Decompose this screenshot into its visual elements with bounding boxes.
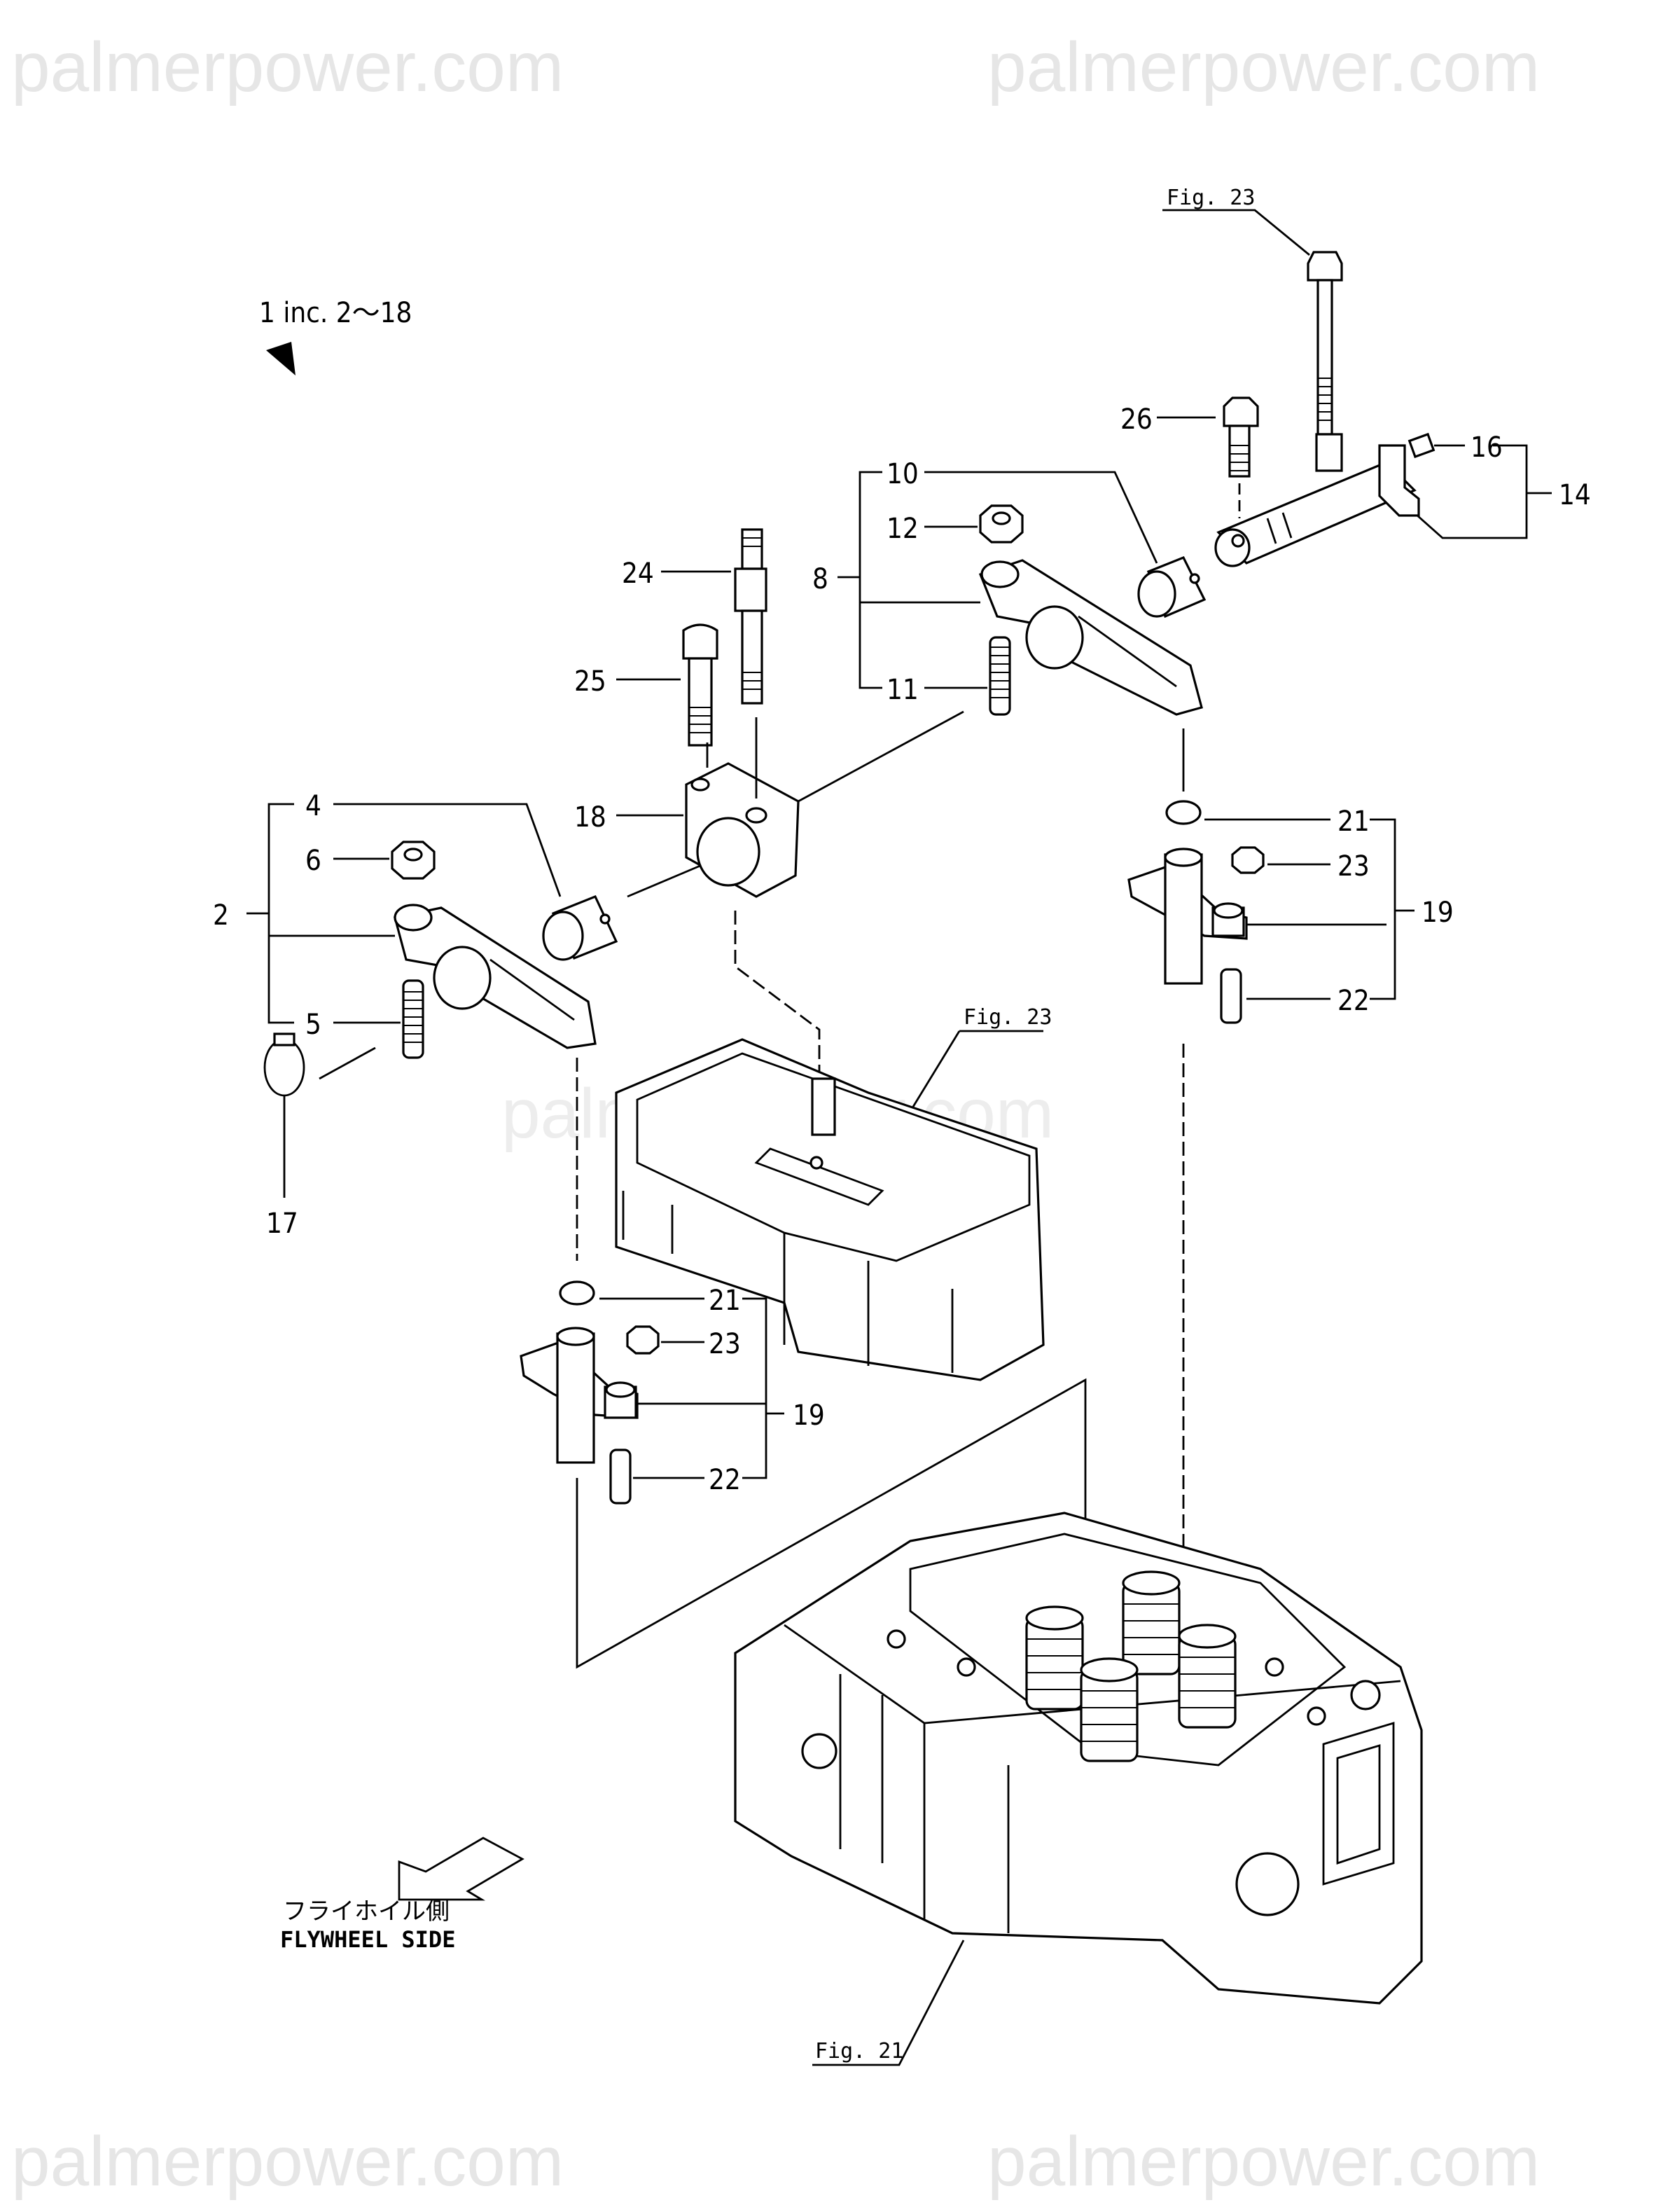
callout-19-lower: 19 bbox=[793, 1399, 825, 1432]
callout-6: 6 bbox=[305, 845, 321, 877]
callout-19-upper: 19 bbox=[1422, 897, 1454, 929]
figure-ref-top: Fig. 23 bbox=[1167, 186, 1255, 210]
bolt-26 bbox=[1223, 396, 1259, 478]
figure-ref-middle: Fig. 23 bbox=[964, 1005, 1052, 1030]
callout-12: 12 bbox=[887, 513, 919, 545]
assembly-note: 1 inc. 2〜18 bbox=[259, 297, 412, 329]
flywheel-side-en: FLYWHEEL SIDE bbox=[280, 1926, 455, 1953]
assembly-arrow-icon bbox=[266, 342, 296, 375]
stud-24 bbox=[734, 528, 767, 705]
watermark: palmerpower.com bbox=[11, 28, 564, 106]
bolt-25 bbox=[682, 623, 718, 747]
nut-23 bbox=[626, 1325, 660, 1355]
callout-23-lower: 23 bbox=[709, 1328, 741, 1360]
callout-23-upper: 23 bbox=[1337, 850, 1370, 883]
adjust-screw-22 bbox=[609, 1449, 632, 1505]
valve-bridge-19 bbox=[1127, 848, 1248, 985]
cap-21 bbox=[1165, 800, 1202, 825]
callout-16: 16 bbox=[1471, 431, 1503, 464]
rocker-arm-2 bbox=[394, 904, 597, 1049]
valve-cover bbox=[615, 1038, 1045, 1381]
callout-5: 5 bbox=[305, 1009, 321, 1041]
watermark: palmerpower.com bbox=[987, 2122, 1540, 2201]
cylinder-head bbox=[734, 1512, 1423, 2005]
rocker-arm-8 bbox=[978, 559, 1203, 716]
callout-24: 24 bbox=[622, 558, 654, 590]
callout-21-upper: 21 bbox=[1337, 806, 1370, 838]
nut-12 bbox=[979, 504, 1024, 544]
callout-10: 10 bbox=[887, 458, 919, 490]
set-screw-16 bbox=[1408, 432, 1436, 459]
callout-22-lower: 22 bbox=[709, 1464, 741, 1496]
valve-springs bbox=[1025, 1570, 1237, 1762]
callout-2: 2 bbox=[213, 899, 229, 932]
valve-bridge-19 bbox=[520, 1327, 639, 1464]
callout-11: 11 bbox=[887, 674, 919, 706]
rocker-shaft-support bbox=[1214, 433, 1420, 567]
watermark: palmerpower.com bbox=[987, 28, 1540, 106]
nut-6 bbox=[391, 841, 436, 880]
callout-26: 26 bbox=[1120, 403, 1153, 436]
figure-ref-bottom: Fig. 21 bbox=[815, 2039, 903, 2064]
bushing-10 bbox=[1137, 555, 1207, 618]
callout-18: 18 bbox=[574, 801, 606, 834]
nut-23 bbox=[1231, 846, 1265, 874]
callout-14: 14 bbox=[1559, 479, 1591, 511]
watermark: palmerpower.com bbox=[11, 2122, 564, 2201]
flywheel-side-jp: フライホイル側 bbox=[283, 1898, 450, 1926]
adjust-screw-22 bbox=[1220, 968, 1242, 1024]
snap-ring-17 bbox=[263, 1032, 305, 1097]
callout-17: 17 bbox=[266, 1208, 298, 1240]
rocker-bracket-18 bbox=[685, 762, 800, 898]
callout-4: 4 bbox=[305, 790, 321, 822]
flywheel-direction-arrow-icon bbox=[398, 1837, 524, 1901]
callout-8: 8 bbox=[812, 563, 828, 595]
adjust-screw-5 bbox=[402, 979, 424, 1059]
callout-25: 25 bbox=[574, 665, 606, 698]
callout-22-upper: 22 bbox=[1337, 985, 1370, 1017]
cap-21 bbox=[559, 1280, 595, 1306]
adjust-screw-11 bbox=[989, 636, 1011, 716]
bushing-4 bbox=[542, 894, 618, 961]
callout-21-lower: 21 bbox=[709, 1285, 741, 1317]
long-bolt bbox=[1307, 251, 1343, 436]
